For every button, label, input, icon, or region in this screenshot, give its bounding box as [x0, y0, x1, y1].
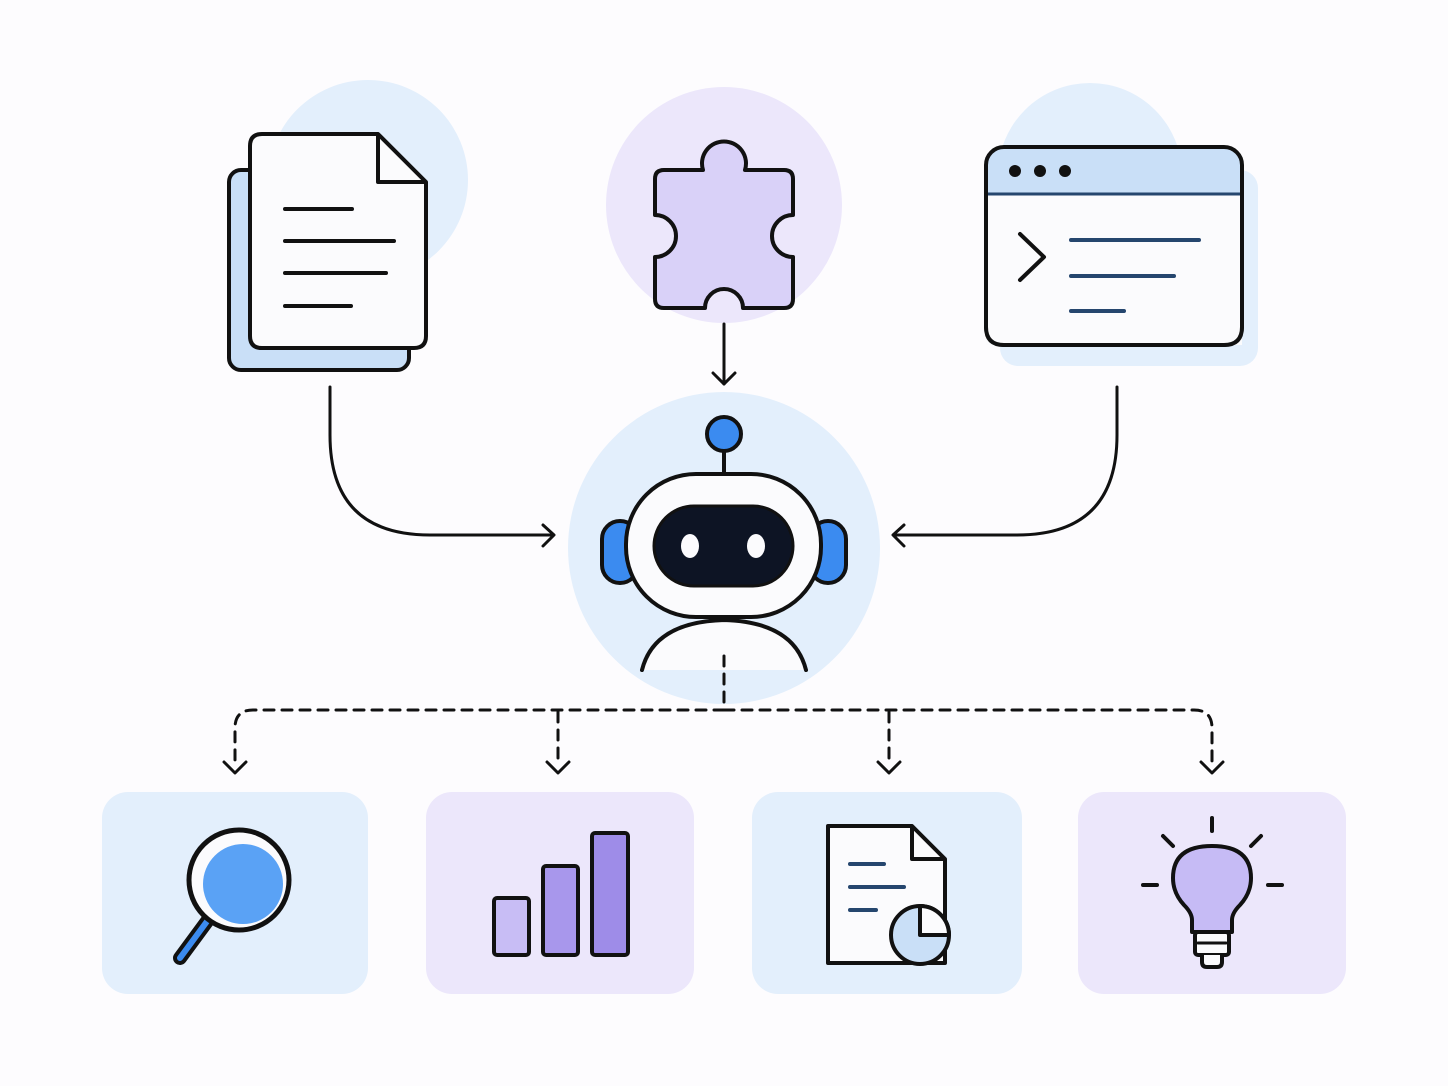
robot-eye-right	[747, 534, 765, 558]
bar-medium	[541, 864, 580, 957]
robot-antenna-tip	[705, 415, 743, 453]
arrowhead-icon	[711, 371, 737, 386]
terminal-to-robot-arrow	[892, 385, 1119, 537]
bar-chart-icon	[492, 831, 630, 957]
window-dot-icon	[1034, 165, 1046, 177]
pie-chart-icon	[889, 904, 951, 966]
document-stack-icon	[227, 132, 428, 372]
prompt-chevron-icon	[1018, 232, 1046, 282]
lightbulb-icon	[1141, 816, 1284, 969]
arrowhead-icon	[541, 523, 556, 548]
robot-visor	[652, 504, 795, 588]
arrowhead-icon	[1199, 760, 1225, 775]
bar-large	[590, 831, 630, 957]
window-dot-icon	[1009, 165, 1021, 177]
bar-small	[492, 896, 531, 957]
arrowhead-icon	[876, 760, 902, 775]
robot-eye-left	[681, 534, 699, 558]
arrowhead-icon	[891, 523, 906, 548]
arrowhead-icon	[222, 760, 248, 775]
robot-icon	[600, 415, 848, 672]
report-document-icon	[826, 824, 951, 966]
puzzle-piece-icon	[653, 139, 795, 310]
magnifier-icon	[173, 827, 292, 965]
window-dot-icon	[1059, 165, 1071, 177]
output-connectors	[222, 654, 1225, 775]
arrowhead-icon	[545, 760, 571, 775]
terminal-window-icon	[984, 145, 1244, 347]
doc-to-robot-arrow	[328, 385, 555, 537]
robot-body	[640, 617, 808, 672]
input-connectors	[328, 322, 1119, 548]
